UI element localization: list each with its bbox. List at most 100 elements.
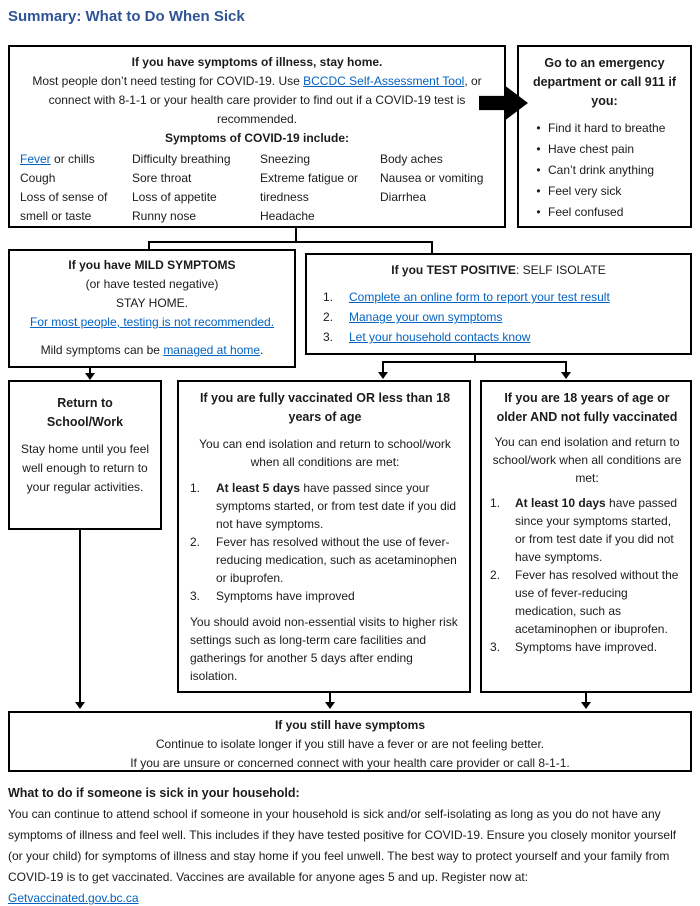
still-box-line: If you are unsure or concerned connect w… — [130, 756, 570, 770]
list-number: 3. — [190, 589, 201, 603]
report-test-result-link[interactable]: Complete an online form to report your t… — [349, 290, 610, 304]
symptom-item: Loss of appetite — [132, 190, 217, 204]
condition-rest: have passed since your symptoms started,… — [515, 496, 678, 564]
positive-steps-list: 1. Complete an online form to report your… — [307, 287, 690, 347]
vaccinated-box-intro: You can end isolation and return to scho… — [199, 437, 451, 469]
return-box: Return to School/Work Stay home until yo… — [8, 380, 162, 530]
arrowhead-down-icon — [325, 702, 335, 709]
mild-text-pre: Mild symptoms can be — [40, 343, 164, 357]
spacer — [10, 332, 294, 341]
symptom-column-4: Body aches Nausea or vomiting Diarrhea — [380, 150, 500, 226]
emergency-bullet: •Find it hard to breathe — [525, 118, 684, 139]
vaccinated-condition: 3.Symptoms have improved — [190, 587, 460, 605]
symptom-item: Diarrhea — [380, 190, 427, 204]
symptom-item: Sore throat — [132, 171, 192, 185]
symptom-column-1: Fever or chills Cough Loss of sense of s… — [20, 150, 132, 226]
unvaccinated-condition: 1. At least 10 days have passed since you… — [490, 494, 684, 566]
connector-drop-positive — [431, 241, 433, 255]
symptom-item: Body aches — [380, 152, 443, 166]
symptoms-box: If you have symptoms of illness, stay ho… — [8, 45, 506, 228]
household-heading: What to do if someone is sick in your ho… — [8, 786, 300, 800]
emergency-bullet: •Feel confused — [525, 202, 684, 223]
list-number: 2. — [190, 535, 201, 549]
vaccinated-condition: 2. Fever has resolved without the use of … — [190, 533, 460, 587]
return-heading-line: Return to — [57, 396, 113, 410]
symptoms-list-heading: Symptoms of COVID-19 include: — [164, 131, 350, 145]
connector-return-bottom — [79, 530, 81, 703]
connector-drop-mild — [148, 241, 150, 251]
positive-heading-rest: : SELF ISOLATE — [515, 263, 606, 277]
bullet-icon: • — [536, 163, 541, 177]
connector-positive-horizontal — [382, 361, 567, 363]
emergency-box-heading: Go to an emergency department or call 91… — [532, 56, 677, 108]
connector-drop-unvaccinated — [565, 361, 567, 372]
test-positive-box: If you TEST POSITIVE: SELF ISOLATE 1. Com… — [305, 253, 692, 355]
arrowhead-down-icon — [75, 702, 85, 709]
testing-not-recommended-link[interactable]: For most people, testing is not recommen… — [29, 315, 275, 329]
symptom-item: Headache — [260, 209, 315, 223]
symptom-item: Difficulty breathing — [132, 152, 231, 166]
bullet-text: Feel confused — [548, 205, 624, 219]
emergency-bullet: • Can’t drink anything — [525, 160, 684, 181]
condition-text: At least 10 days have passed since your … — [515, 494, 684, 566]
still-symptoms-box: If you still have symptoms Continue to i… — [8, 711, 692, 772]
fever-link[interactable]: Fever — [20, 152, 51, 166]
unvaccinated-box-heading: If you are 18 years of age or older AND … — [496, 391, 678, 424]
mild-box-line: STAY HOME. — [115, 296, 188, 310]
positive-box-heading: If you TEST POSITIVE: SELF ISOLATE — [307, 261, 690, 280]
list-number: 3. — [490, 640, 501, 654]
unvaccinated-condition: 3.Symptoms have improved. — [490, 638, 684, 656]
page-title: Summary: What to Do When Sick — [8, 8, 245, 25]
return-box-heading: Return to School/Work — [14, 394, 156, 432]
mild-box-line: Mild symptoms can be managed at home. — [10, 341, 294, 360]
condition-text: Fever has resolved without the use of fe… — [515, 568, 679, 636]
arrowhead-down-icon — [581, 702, 591, 709]
getvaccinated-link[interactable]: Getvaccinated.gov.bc.ca — [8, 891, 139, 905]
still-box-line: Continue to isolate longer if you still … — [155, 737, 545, 751]
positive-step: 1. Complete an online form to report your… — [323, 287, 690, 307]
vaccinated-box-footer: You should avoid non-essential visits to… — [190, 615, 458, 683]
symptom-item: Fever or chills — [20, 150, 132, 169]
intro-text-pre: Most people don’t need testing for COVID… — [32, 74, 304, 88]
connector-top-horizontal — [148, 241, 433, 243]
condition-text: Fever has resolved without the use of fe… — [216, 535, 457, 585]
list-number: 3. — [323, 330, 334, 344]
bullet-text: Feel very sick — [548, 184, 622, 198]
condition-text: At least 5 days have passed since your s… — [216, 479, 460, 533]
condition-rest: have passed since your symptoms started,… — [216, 481, 457, 531]
symptoms-box-heading: If you have symptoms of illness, stay ho… — [131, 55, 383, 69]
emergency-bullet: • Feel very sick — [525, 181, 684, 202]
return-box-body: Stay home until you feel well enough to … — [20, 442, 150, 494]
bullet-text: Have chest pain — [548, 142, 635, 156]
vaccinated-box-heading: If you are fully vaccinated OR less than… — [199, 391, 451, 424]
list-number: 1. — [490, 496, 501, 510]
connector-drop-vaccinated — [382, 361, 384, 372]
manage-symptoms-link[interactable]: Manage your own symptoms — [349, 310, 503, 324]
vaccinated-condition: 1.At least 5 days have passed since your… — [190, 479, 460, 533]
household-section: What to do if someone is sick in your ho… — [8, 783, 692, 906]
condition-bold: At least 10 days — [515, 496, 606, 510]
symptom-item: Sneezing — [260, 152, 311, 166]
bullet-icon: • — [536, 184, 541, 198]
bccdc-self-assessment-link[interactable]: BCCDC Self-Assessment Tool — [303, 74, 465, 88]
positive-step: 2.Manage your own symptoms — [323, 307, 690, 327]
list-number: 1. — [323, 290, 334, 304]
symptom-item: Cough — [20, 171, 56, 185]
managed-at-home-link[interactable]: managed at home — [163, 343, 261, 357]
connector-vaccinated-bottom — [329, 693, 331, 703]
unvaccinated-box-intro: You can end isolation and return to scho… — [492, 435, 682, 485]
condition-bold: At least 5 days — [216, 481, 301, 495]
still-box-heading: If you still have symptoms — [274, 718, 426, 732]
return-heading-line: School/Work — [46, 415, 124, 429]
symptom-column-2: Difficulty breathing Sore throat Loss of… — [132, 150, 260, 226]
bullet-text: Can’t drink anything — [548, 163, 655, 177]
connector-top-stub — [295, 228, 297, 243]
household-contacts-link[interactable]: Let your household contacts know — [349, 330, 531, 344]
mild-text-post: . — [260, 343, 264, 357]
connector-mild-return — [89, 368, 91, 374]
emergency-bullet: •Have chest pain — [525, 139, 684, 160]
arrowhead-down-icon — [378, 372, 388, 379]
mild-box-line: For most people, testing is not recommen… — [10, 313, 294, 332]
connector-positive-stub — [474, 355, 476, 363]
household-link-line: Getvaccinated.gov.bc.ca — [8, 888, 692, 906]
